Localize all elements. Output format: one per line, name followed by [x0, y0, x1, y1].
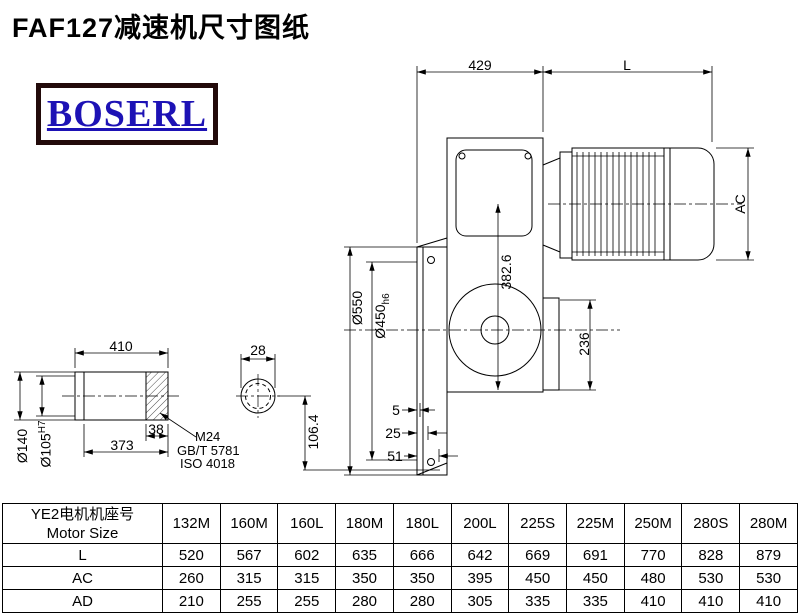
- row-label: L: [2, 543, 163, 567]
- motor-size-header-cn: YE2电机机座号: [30, 505, 135, 523]
- col-header: 250M: [623, 503, 683, 544]
- cell: 480: [623, 566, 683, 590]
- cell: 669: [508, 543, 568, 567]
- cell: 450: [508, 566, 568, 590]
- table-row-ac: AC 260 315 315 350 350 395 450 450 480 5…: [2, 566, 798, 590]
- dim-28-label: 28: [250, 342, 266, 358]
- cell: 350: [392, 566, 452, 590]
- cell: 520: [162, 543, 221, 567]
- col-header: 280S: [681, 503, 741, 544]
- cell: 691: [566, 543, 625, 567]
- cell: 828: [681, 543, 741, 567]
- cell: 635: [335, 543, 394, 567]
- cell: 305: [450, 589, 510, 613]
- cell: 315: [277, 566, 337, 590]
- page-title: FAF127减速机尺寸图纸: [12, 13, 311, 43]
- table-row-l: L 520 567 602 635 666 642 669 691 770 82…: [2, 543, 798, 567]
- col-header: 160M: [219, 503, 279, 544]
- motor-size-header-en: Motor Size: [46, 524, 119, 542]
- dim-429-label: 429: [468, 57, 492, 73]
- shaft-detail-view: [62, 371, 280, 421]
- cell: 315: [219, 566, 279, 590]
- table-header-row: YE2电机机座号 Motor Size 132M 160M 160L 180M …: [2, 503, 798, 544]
- col-header: 180L: [392, 503, 452, 544]
- cell: 879: [739, 543, 798, 567]
- col-header: 200L: [450, 503, 510, 544]
- dim-l-label: L: [623, 57, 631, 73]
- cell: 410: [623, 589, 683, 613]
- cell: 666: [392, 543, 452, 567]
- motor-size-header: YE2电机机座号 Motor Size: [2, 503, 163, 544]
- dim-382-label: 382.6: [498, 254, 514, 290]
- col-header: 280M: [739, 503, 798, 544]
- note-m24: M24: [195, 429, 221, 444]
- cell: 335: [566, 589, 625, 613]
- cell: 210: [162, 589, 221, 613]
- cell: 260: [162, 566, 221, 590]
- note-gb5781: GB/T 5781: [177, 443, 240, 458]
- cell: 255: [277, 589, 337, 613]
- dim-51-label: 51: [387, 448, 403, 464]
- cell: 770: [623, 543, 683, 567]
- cell: 395: [450, 566, 510, 590]
- dim-410-label: 410: [109, 338, 133, 354]
- dim-ac-label: AC: [732, 194, 748, 214]
- motor-size-table: YE2电机机座号 Motor Size 132M 160M 160L 180M …: [2, 503, 798, 613]
- dim-d140-label: Ø140: [14, 428, 30, 464]
- cell: 350: [335, 566, 394, 590]
- col-header: 132M: [162, 503, 221, 544]
- cell: 530: [681, 566, 741, 590]
- dim-d550-label: Ø550: [349, 290, 365, 326]
- main-dimensions: [303, 66, 754, 476]
- row-label: AD: [2, 589, 163, 613]
- cell: 335: [508, 589, 568, 613]
- col-header: 225M: [566, 503, 625, 544]
- dim-d450-label: Ø450h6: [372, 293, 392, 339]
- dim-25-label: 25: [385, 425, 401, 441]
- main-view: [344, 137, 742, 476]
- shaft-dimensions: [14, 348, 311, 470]
- cell: 410: [681, 589, 741, 613]
- cell: 255: [219, 589, 279, 613]
- table-row-ad: AD 210 255 255 280 280 305 335 335 410 4…: [2, 589, 798, 613]
- col-header: 225S: [508, 503, 568, 544]
- dim-5-label: 5: [392, 402, 400, 418]
- dim-106-label: 106.4: [305, 414, 321, 450]
- dim-38-label: 38: [148, 421, 164, 437]
- cell: 602: [277, 543, 337, 567]
- cell: 642: [450, 543, 510, 567]
- dim-d105-label: Ø105H7: [37, 420, 54, 468]
- boserl-logo: BOSERL: [36, 83, 218, 145]
- cell: 410: [739, 589, 798, 613]
- dim-236-label: 236: [576, 332, 592, 356]
- row-label: AC: [2, 566, 163, 590]
- cell: 567: [219, 543, 279, 567]
- dim-373-label: 373: [110, 437, 134, 453]
- cell: 280: [335, 589, 394, 613]
- col-header: 180M: [335, 503, 394, 544]
- cell: 280: [392, 589, 452, 613]
- cell: 450: [566, 566, 625, 590]
- boserl-logo-text: BOSERL: [46, 93, 208, 135]
- col-header: 160L: [277, 503, 337, 544]
- cell: 530: [739, 566, 798, 590]
- note-iso4018: ISO 4018: [180, 456, 235, 471]
